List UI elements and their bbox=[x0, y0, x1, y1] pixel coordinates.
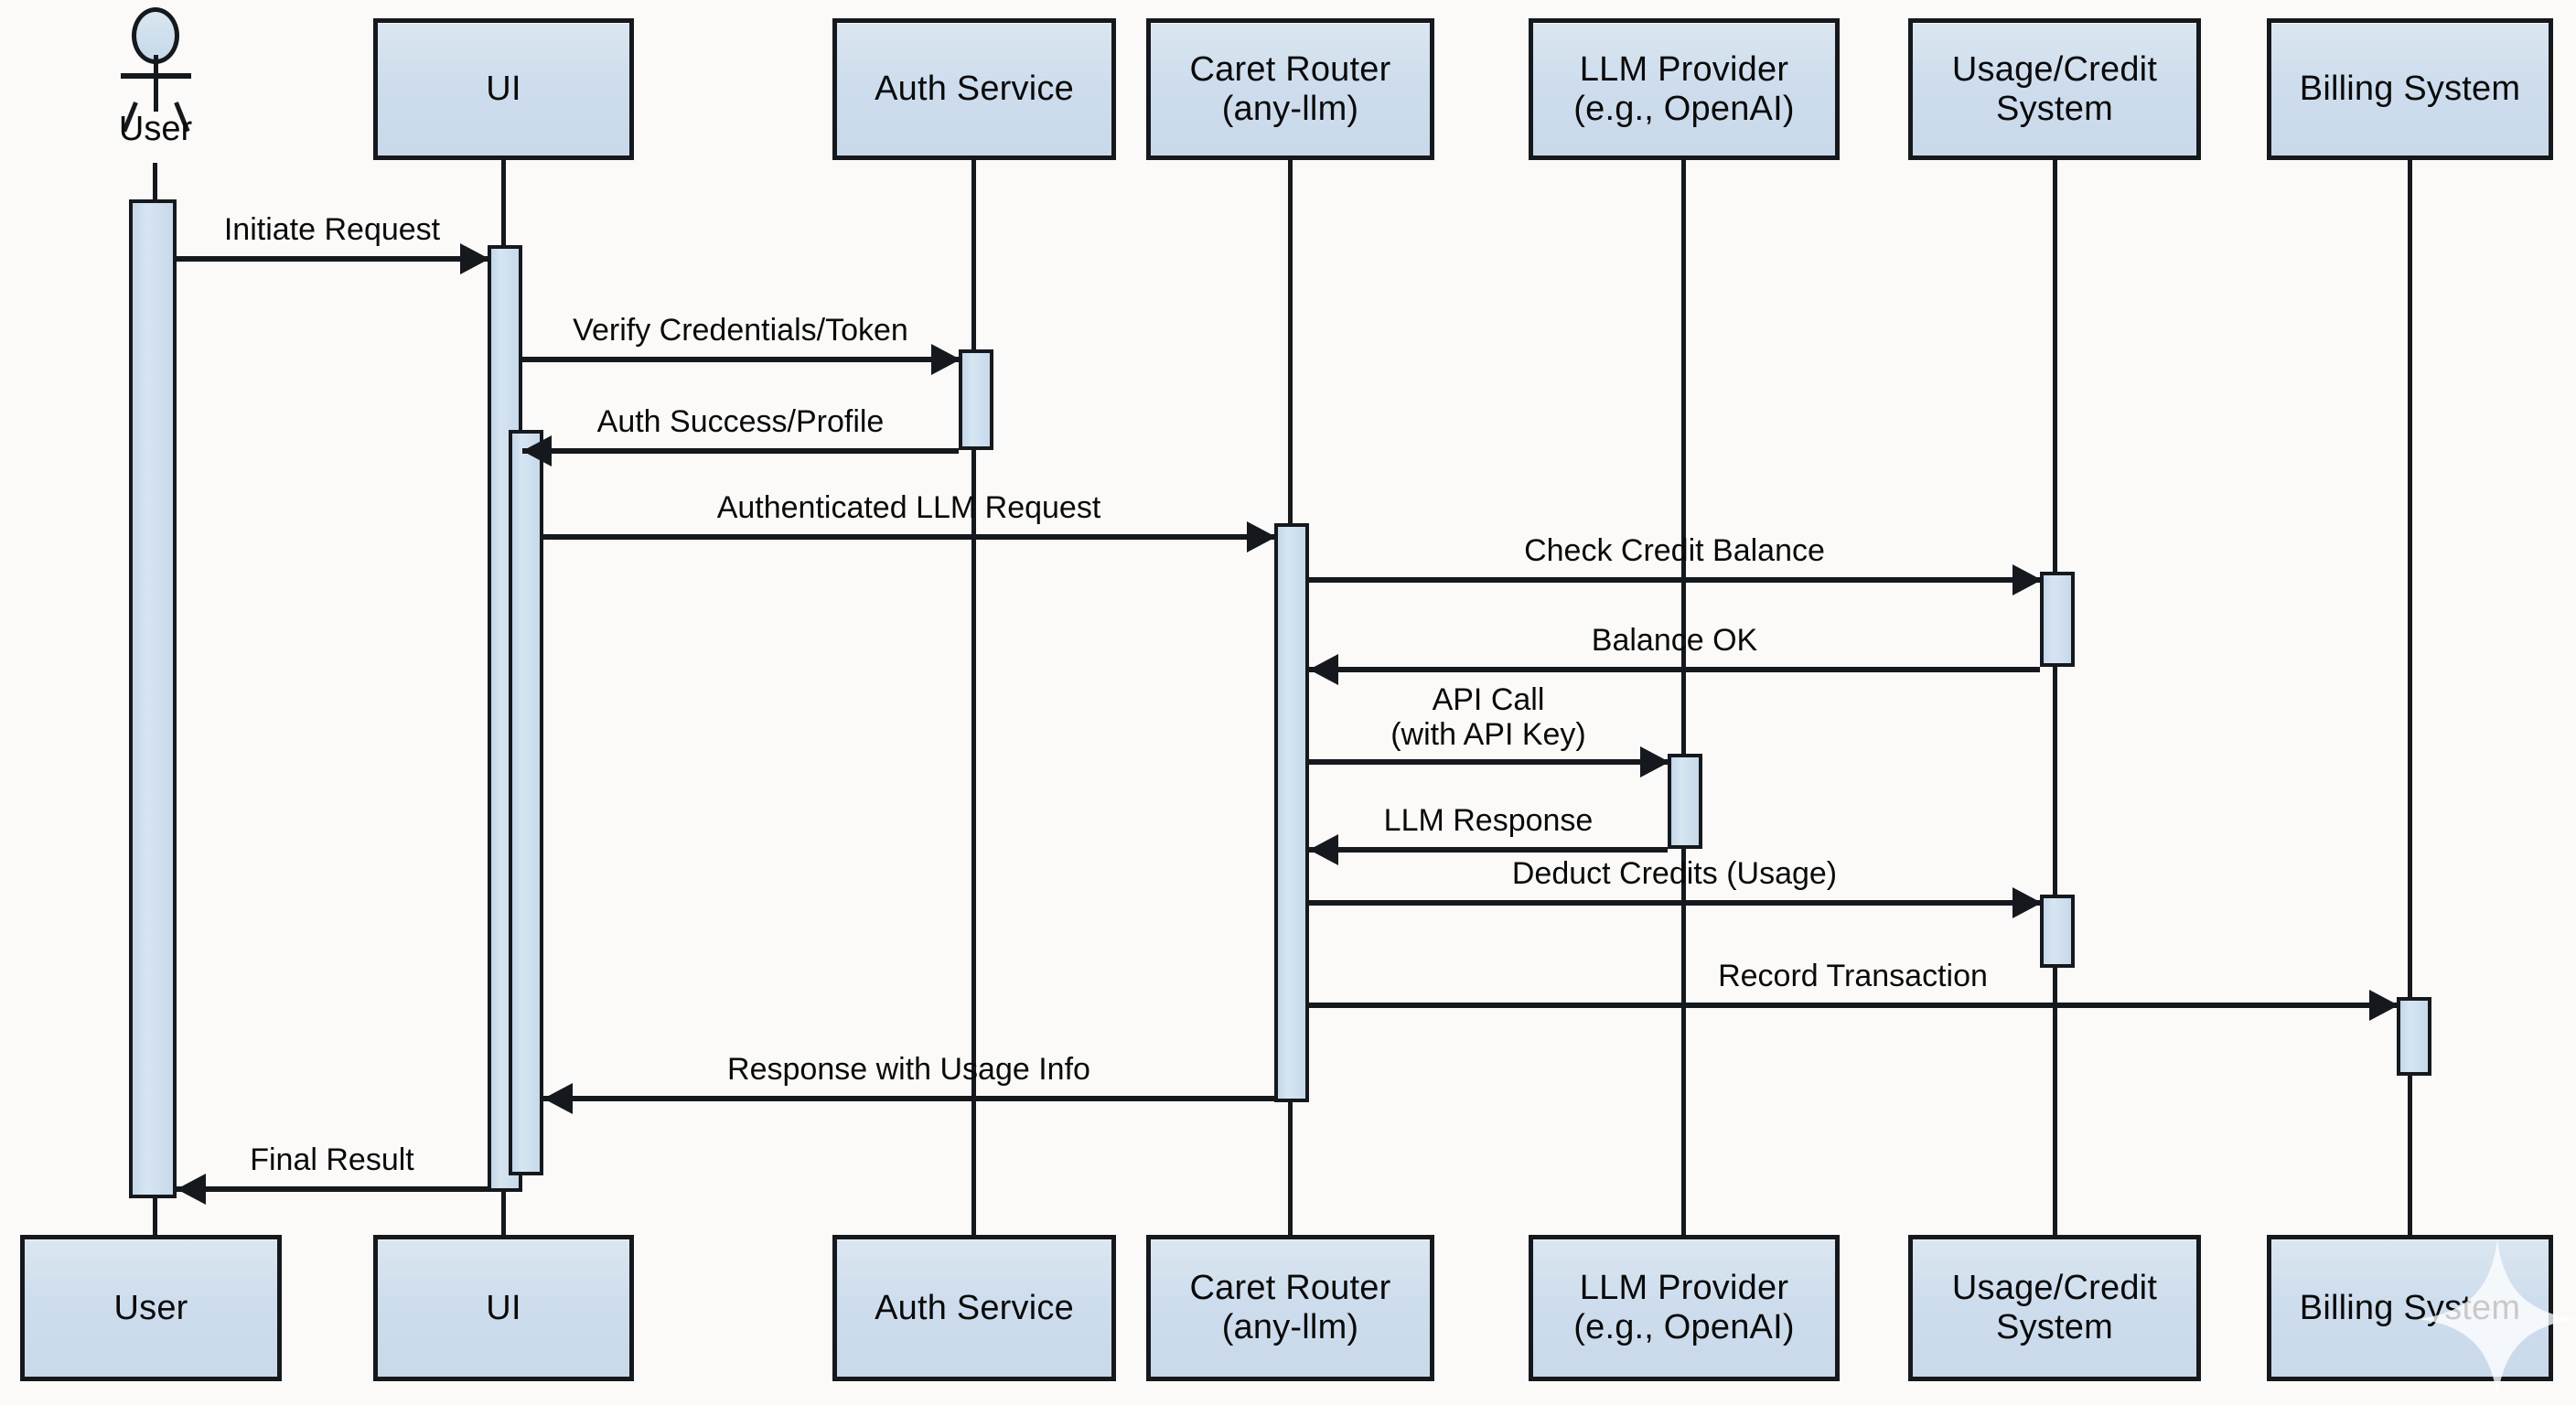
participant-header-auth-service[interactable]: Auth Service bbox=[832, 18, 1116, 160]
message-label: API Call (with API Key) bbox=[1390, 682, 1586, 752]
message-label: Auth Success/Profile bbox=[596, 403, 885, 439]
arrowhead-right-icon bbox=[2012, 564, 2042, 595]
message-line bbox=[177, 1186, 488, 1192]
actor-arms bbox=[121, 73, 191, 79]
message-label: Deduct Credits (Usage) bbox=[1511, 855, 1838, 891]
participant-footer-usage-credit-system[interactable]: Usage/Credit System bbox=[1908, 1235, 2201, 1381]
participant-footer-ui[interactable]: UI bbox=[373, 1235, 634, 1381]
message-label: Check Credit Balance bbox=[1524, 532, 1825, 568]
message-line bbox=[1309, 759, 1668, 765]
message-line bbox=[522, 448, 959, 454]
message-label: Authenticated LLM Request bbox=[716, 489, 1101, 525]
message-label: Initiate Request bbox=[223, 211, 441, 247]
arrowhead-left-icon bbox=[177, 1174, 206, 1205]
lifeline-usage bbox=[2053, 160, 2057, 1235]
message-line bbox=[1309, 1003, 2397, 1008]
arrowhead-left-icon bbox=[543, 1083, 573, 1114]
arrowhead-left-icon bbox=[1309, 654, 1338, 685]
message-line bbox=[1309, 847, 1668, 853]
message-label: Verify Credentials/Token bbox=[573, 312, 908, 348]
arrowhead-right-icon bbox=[931, 344, 961, 375]
message-line bbox=[543, 1096, 1274, 1101]
activation-usage-check bbox=[2040, 572, 2075, 667]
lifeline-billing bbox=[2408, 160, 2412, 1235]
message-label: LLM Response bbox=[1383, 802, 1594, 838]
arrowhead-right-icon bbox=[1640, 746, 1669, 778]
message-line bbox=[1309, 577, 2040, 583]
activation-llm bbox=[1668, 754, 1702, 849]
participant-header-billing-system[interactable]: Billing System bbox=[2267, 18, 2553, 160]
participant-header-llm-provider[interactable]: LLM Provider (e.g., OpenAI) bbox=[1529, 18, 1840, 160]
message-label: Balance OK bbox=[1591, 622, 1758, 658]
activation-usage-deduct bbox=[2040, 895, 2075, 968]
lifeline-auth bbox=[971, 160, 976, 1235]
arrowhead-right-icon bbox=[460, 243, 489, 274]
actor-torso bbox=[154, 55, 158, 112]
activation-billing bbox=[2397, 997, 2431, 1076]
activation-auth bbox=[959, 349, 993, 450]
message-line bbox=[1309, 667, 2040, 672]
message-label: Final Result bbox=[250, 1142, 414, 1177]
message-line bbox=[543, 534, 1274, 540]
actor-user-head: User bbox=[101, 7, 210, 163]
message-line bbox=[1309, 900, 2040, 906]
message-label: Record Transaction bbox=[1718, 958, 1988, 993]
participant-footer-caret-router[interactable]: Caret Router (any-llm) bbox=[1146, 1235, 1434, 1381]
message-line bbox=[177, 256, 488, 262]
arrowhead-right-icon bbox=[2012, 887, 2042, 918]
lifeline-llm bbox=[1681, 160, 1686, 1235]
participant-footer-llm-provider[interactable]: LLM Provider (e.g., OpenAI) bbox=[1529, 1235, 1840, 1381]
message-line bbox=[522, 357, 959, 362]
participant-header-caret-router[interactable]: Caret Router (any-llm) bbox=[1146, 18, 1434, 160]
arrowhead-right-icon bbox=[1247, 521, 1276, 552]
participant-header-ui[interactable]: UI bbox=[373, 18, 634, 160]
participant-header-usage-credit-system[interactable]: Usage/Credit System bbox=[1908, 18, 2201, 160]
participant-footer-user[interactable]: User bbox=[20, 1235, 282, 1381]
activation-ui-inner bbox=[509, 430, 543, 1175]
activation-user bbox=[129, 199, 177, 1198]
activation-router bbox=[1274, 523, 1309, 1102]
arrowhead-right-icon bbox=[2369, 990, 2399, 1021]
participant-footer-billing-system[interactable]: Billing System bbox=[2267, 1235, 2553, 1381]
message-label: Response with Usage Info bbox=[727, 1051, 1090, 1087]
arrowhead-left-icon bbox=[522, 435, 552, 467]
actor-user-label: User bbox=[118, 110, 193, 148]
arrowhead-left-icon bbox=[1309, 834, 1338, 865]
participant-footer-auth-service[interactable]: Auth Service bbox=[832, 1235, 1116, 1381]
